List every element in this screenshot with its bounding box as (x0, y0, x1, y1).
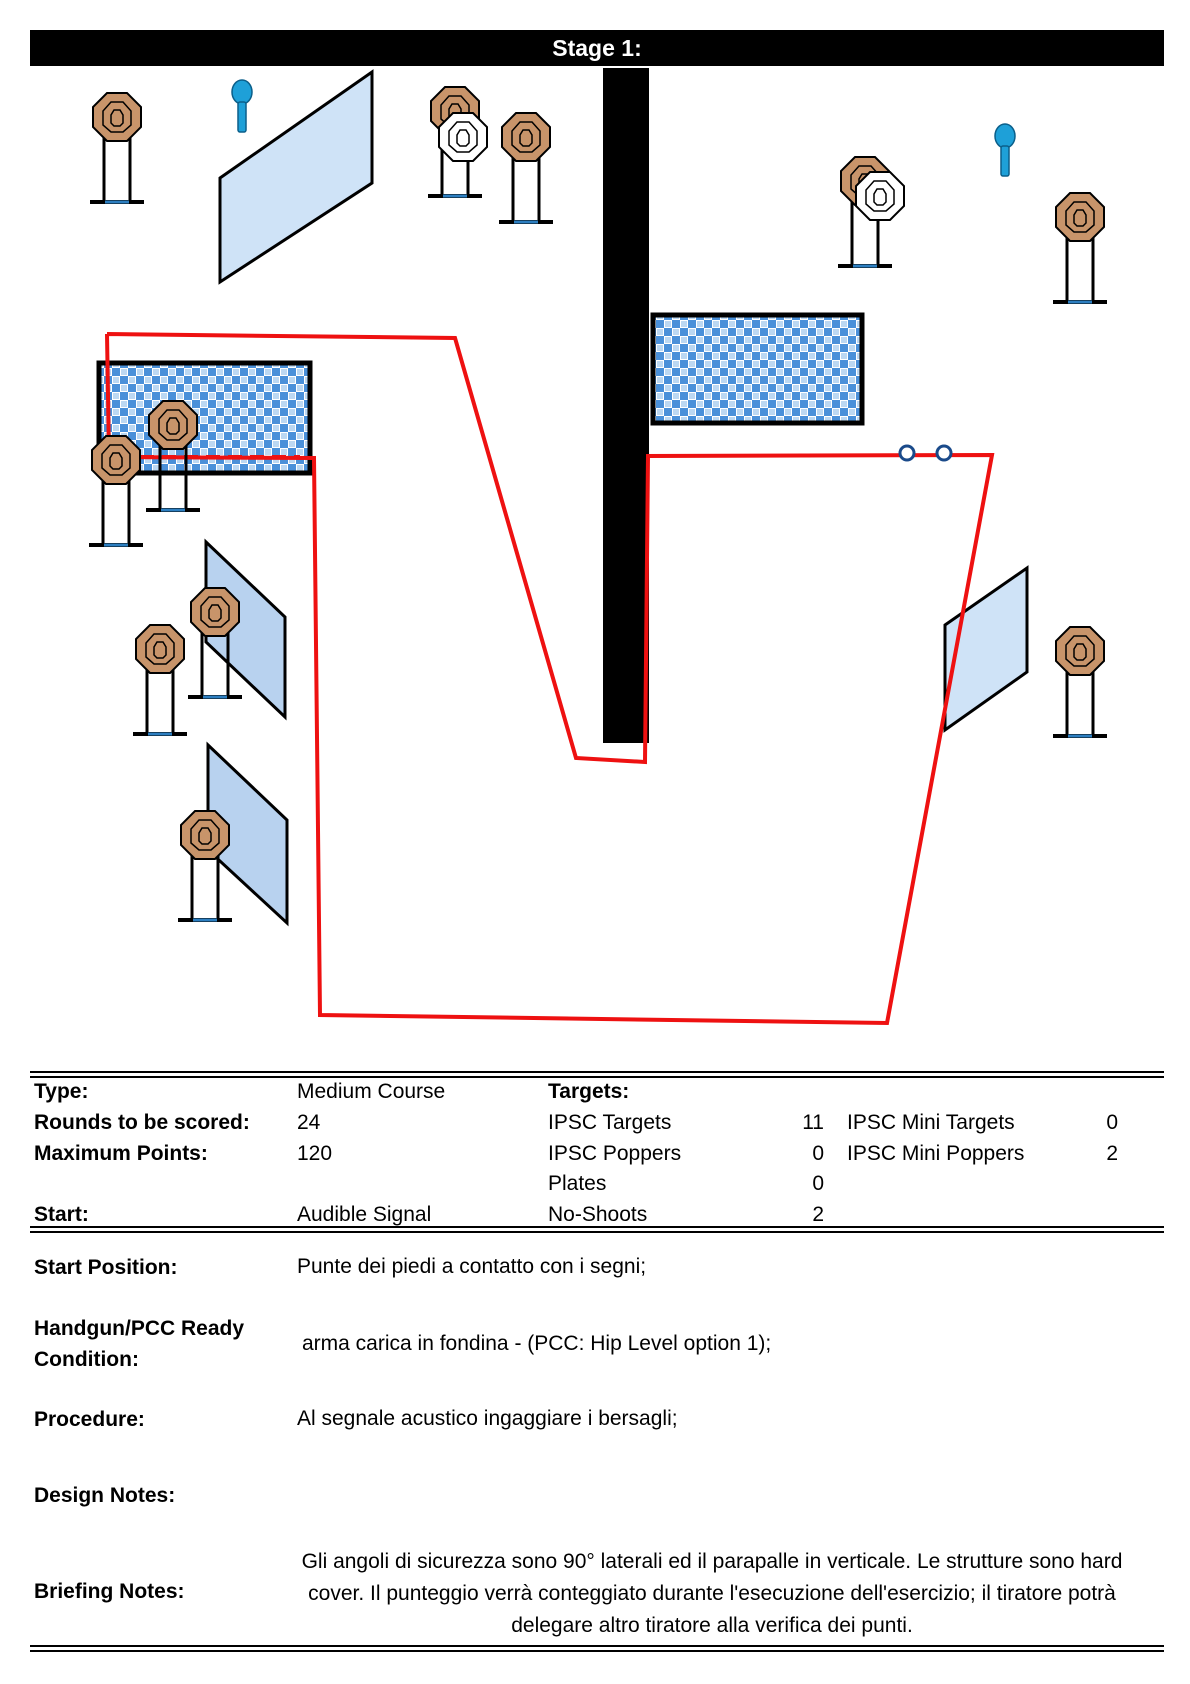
rounds-value: 24 (297, 1111, 321, 1134)
type-label: Type: (34, 1080, 89, 1103)
mini-target-label: IPSC Mini Targets (847, 1111, 1015, 1134)
target-type-count: 11 (802, 1111, 824, 1134)
mini-popper-icon (994, 123, 1016, 177)
ipsc-target-icon (88, 92, 146, 204)
table-mid-rule (30, 1226, 1164, 1228)
start-value: Audible Signal (297, 1203, 432, 1226)
table-bottom-rule-2 (30, 1650, 1164, 1652)
start-position-value: Punte dei piedi a contatto con i segni; (297, 1255, 647, 1278)
ready-condition-value: arma carica in fondina - (PCC: Hip Level… (302, 1332, 772, 1355)
ipsc-target-icon (1051, 192, 1109, 304)
mini-target-count: 0 (1106, 1111, 1118, 1134)
target-type-label: No-Shoots (548, 1203, 648, 1226)
ready-condition-label-2: Condition: (34, 1348, 139, 1371)
points-label: Maximum Points: (34, 1142, 208, 1165)
no-shoot-icon (438, 112, 488, 162)
target-type-count: 0 (812, 1172, 824, 1195)
ipsc-target-icon (87, 435, 145, 547)
table-top-rule-2 (30, 1076, 1164, 1078)
targets-header: Targets: (548, 1080, 630, 1103)
briefing-notes-value: Gli angoli di sicurezza sono 90° lateral… (301, 1550, 1123, 1637)
start-position-label: Start Position: (34, 1256, 178, 1279)
no-shoot-icon (855, 171, 905, 221)
table-bottom-rule (30, 1645, 1164, 1647)
start-label: Start: (34, 1203, 89, 1226)
glass-panel-right (943, 565, 1029, 733)
target-type-label: IPSC Targets (548, 1111, 672, 1134)
target-type-label: IPSC Poppers (548, 1142, 682, 1165)
ipsc-target-icon (1051, 626, 1109, 738)
rounds-label: Rounds to be scored: (34, 1111, 250, 1134)
glass-panel-top-left (218, 69, 374, 285)
table-top-rule (30, 1071, 1164, 1073)
points-value: 120 (297, 1142, 333, 1165)
mini-target-count: 2 (1106, 1142, 1118, 1165)
mini-target-label: IPSC Mini Poppers (847, 1142, 1025, 1165)
start-mark-left (898, 444, 916, 462)
start-mark-right (935, 444, 953, 462)
stage-title: Stage 1: (30, 30, 1164, 66)
table-mid-rule-2 (30, 1231, 1164, 1233)
procedure-value: Al segnale acustico ingaggiare i bersagl… (297, 1407, 678, 1430)
ipsc-target-icon (497, 112, 555, 224)
target-type-label: Plates (548, 1172, 607, 1195)
checker-wall-right (650, 312, 865, 426)
briefing-notes-label: Briefing Notes: (34, 1580, 185, 1603)
mini-popper-icon (231, 79, 253, 133)
type-value: Medium Course (297, 1080, 446, 1103)
ready-condition-label-1: Handgun/PCC Ready (34, 1317, 245, 1340)
target-type-count: 2 (812, 1203, 824, 1226)
ipsc-target-icon (131, 624, 189, 736)
procedure-label: Procedure: (34, 1408, 145, 1431)
target-type-count: 0 (812, 1142, 824, 1165)
fault-line-left (105, 332, 995, 1026)
stage-diagram (87, 68, 1109, 1026)
design-notes-label: Design Notes: (34, 1484, 176, 1507)
center-wall (603, 68, 649, 743)
